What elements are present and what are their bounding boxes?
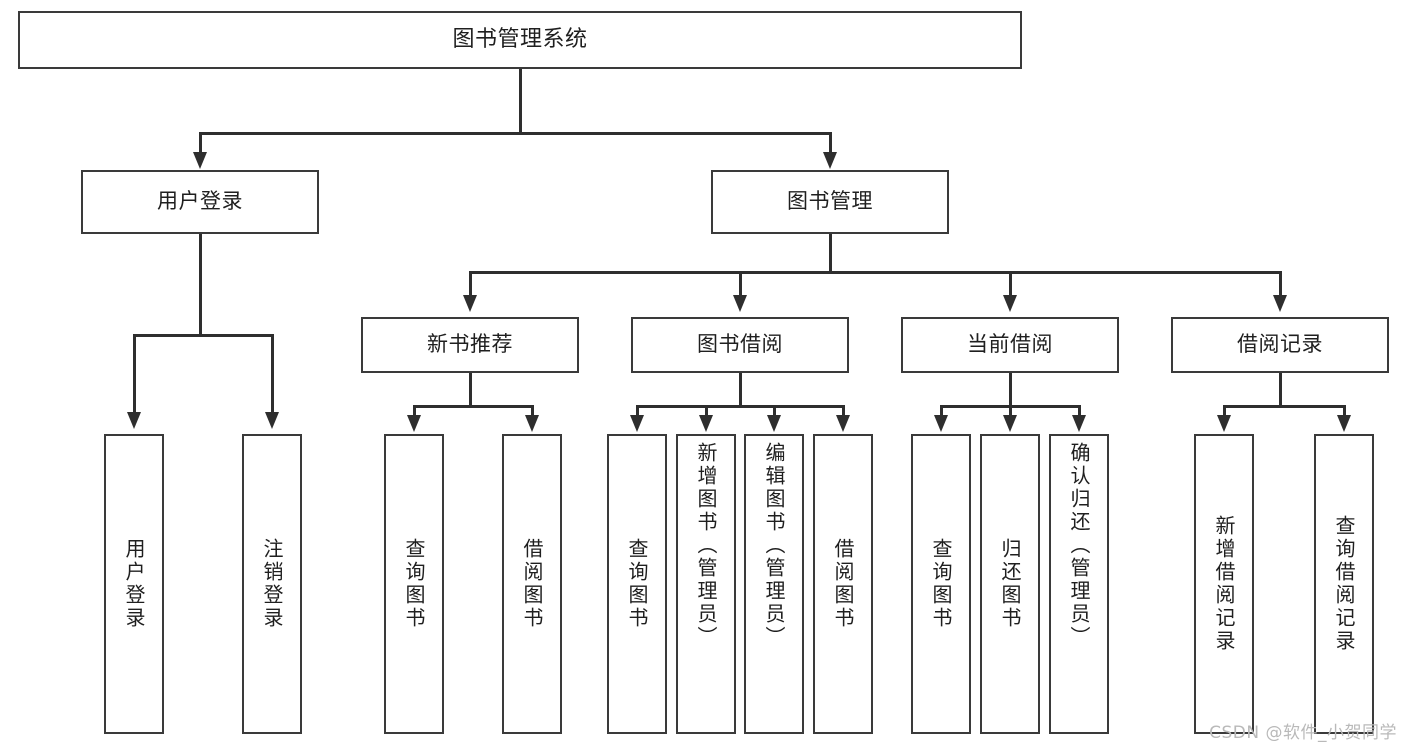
arrow-book-manage-to-borrow: [733, 295, 747, 312]
connector-borrow-record-stem: [1279, 373, 1282, 406]
leaf-user-login-logout[interactable]: 注销登录: [242, 434, 302, 734]
leaf-borrow-record-query[interactable]: 查询借阅记录: [1314, 434, 1374, 734]
connector-book-manage-to-record: [1279, 271, 1282, 299]
leaf-book-borrow-edit[interactable]: 编辑图书（管理员）: [744, 434, 804, 734]
connector-root-bus: [199, 132, 831, 135]
arrow-book-borrow-to-leaf-1: [630, 415, 644, 432]
connector-book-borrow-stem: [739, 373, 742, 406]
connector-book-manage-to-borrow: [739, 271, 742, 299]
connector-book-manage-stem: [829, 234, 832, 272]
node-book-borrow[interactable]: 图书借阅: [631, 317, 849, 373]
leaf-new-book-query[interactable]: 查询图书: [384, 434, 444, 734]
arrow-user-login-to-leaf-2: [265, 412, 279, 429]
arrow-root-to-book-manage: [823, 152, 837, 169]
arrow-book-borrow-to-leaf-2: [699, 415, 713, 432]
leaf-book-borrow-query[interactable]: 查询图书: [607, 434, 667, 734]
node-new-book-recommend[interactable]: 新书推荐: [361, 317, 579, 373]
node-borrow-record[interactable]: 借阅记录: [1171, 317, 1389, 373]
connector-root-to-book-manage: [829, 132, 832, 158]
leaf-borrow-record-add[interactable]: 新增借阅记录: [1194, 434, 1254, 734]
connector-root-to-user-login: [199, 132, 202, 158]
leaf-book-borrow-add[interactable]: 新增图书（管理员）: [676, 434, 736, 734]
connector-book-borrow-bus: [636, 405, 844, 408]
connector-user-login-to-leaf-2: [271, 334, 274, 416]
arrow-new-book-to-leaf-1: [407, 415, 421, 432]
connector-book-manage-bus: [469, 271, 1281, 274]
arrow-current-borrow-to-leaf-1: [934, 415, 948, 432]
watermark-text: CSDN @软件_小贺同学: [1209, 723, 1397, 743]
arrow-root-to-user-login: [193, 152, 207, 169]
arrow-book-borrow-to-leaf-4: [836, 415, 850, 432]
connector-user-login-stem: [199, 234, 202, 335]
node-root-system[interactable]: 图书管理系统: [18, 11, 1022, 69]
connector-user-login-to-leaf-1: [133, 334, 136, 416]
leaf-user-login-login[interactable]: 用户登录: [104, 434, 164, 734]
arrow-book-manage-to-record: [1273, 295, 1287, 312]
connector-current-borrow-to-leaf-3: [1078, 405, 1081, 419]
connector-borrow-record-to-leaf-1: [1223, 405, 1226, 419]
connector-new-book-to-leaf-1: [413, 405, 416, 419]
connector-current-borrow-to-leaf-1: [940, 405, 943, 419]
node-current-borrow[interactable]: 当前借阅: [901, 317, 1119, 373]
connector-book-borrow-to-leaf-1: [636, 405, 639, 419]
leaf-book-borrow-borrow[interactable]: 借阅图书: [813, 434, 873, 734]
connector-current-borrow-stem: [1009, 373, 1012, 406]
leaf-current-borrow-return[interactable]: 归还图书: [980, 434, 1040, 734]
arrow-user-login-to-leaf-1: [127, 412, 141, 429]
leaf-new-book-borrow[interactable]: 借阅图书: [502, 434, 562, 734]
connector-borrow-record-bus: [1223, 405, 1343, 408]
arrow-book-borrow-to-leaf-3: [767, 415, 781, 432]
connector-new-book-to-leaf-2: [531, 405, 534, 419]
connector-book-borrow-to-leaf-4: [842, 405, 845, 419]
connector-book-borrow-to-leaf-2: [705, 405, 708, 419]
node-user-login[interactable]: 用户登录: [81, 170, 319, 234]
arrow-new-book-to-leaf-2: [525, 415, 539, 432]
leaf-current-borrow-query[interactable]: 查询图书: [911, 434, 971, 734]
connector-user-login-bus: [133, 334, 273, 337]
connector-book-manage-to-new-book: [469, 271, 472, 299]
arrow-borrow-record-to-leaf-2: [1337, 415, 1351, 432]
connector-current-borrow-to-leaf-2: [1009, 405, 1012, 419]
connector-new-book-stem: [469, 373, 472, 406]
leaf-current-borrow-confirm[interactable]: 确认归还（管理员）: [1049, 434, 1109, 734]
arrow-current-borrow-to-leaf-3: [1072, 415, 1086, 432]
connector-root-stem: [519, 69, 522, 133]
connector-book-manage-to-current: [1009, 271, 1012, 299]
arrow-book-manage-to-new-book: [463, 295, 477, 312]
connector-new-book-bus: [413, 405, 533, 408]
arrow-book-manage-to-current: [1003, 295, 1017, 312]
arrow-borrow-record-to-leaf-1: [1217, 415, 1231, 432]
arrow-current-borrow-to-leaf-2: [1003, 415, 1017, 432]
node-book-manage[interactable]: 图书管理: [711, 170, 949, 234]
connector-borrow-record-to-leaf-2: [1343, 405, 1346, 419]
connector-book-borrow-to-leaf-3: [773, 405, 776, 419]
